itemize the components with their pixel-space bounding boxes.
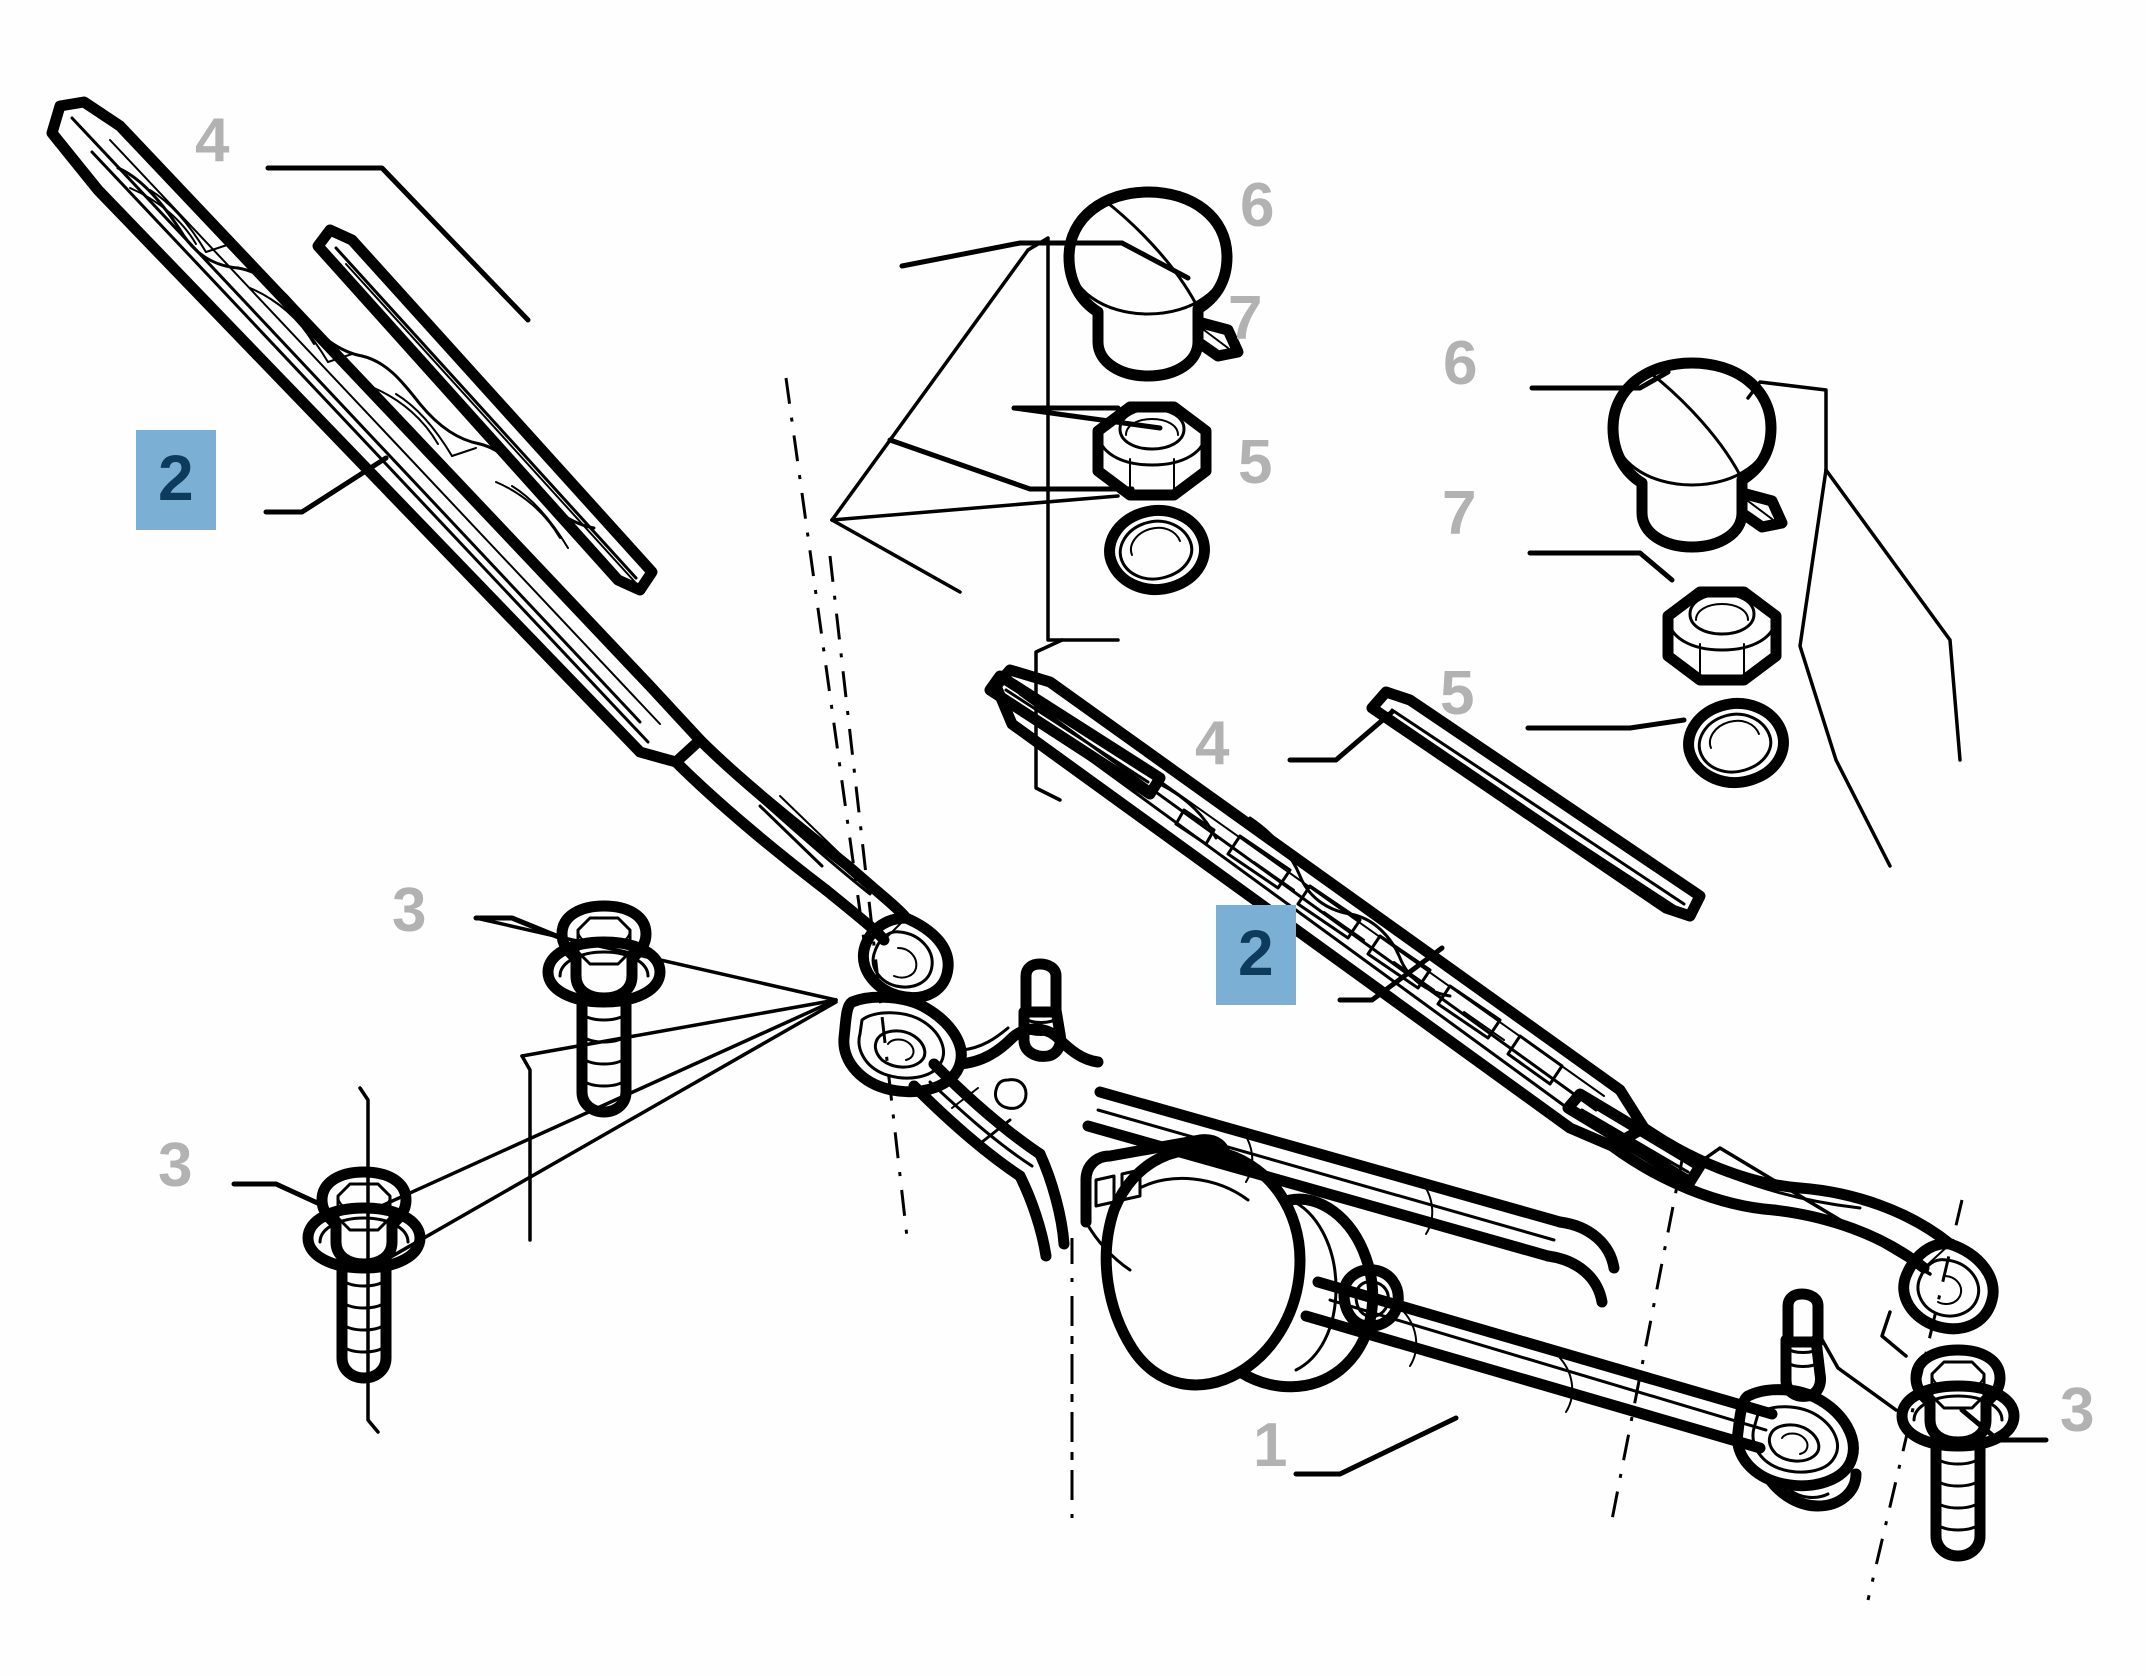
leader-6-right (1529, 369, 1671, 391)
bracket-passenger-region (1698, 1146, 1932, 1276)
leader-7-right (1527, 550, 1675, 583)
driver-spindle-hardware (1063, 186, 1244, 595)
flange-bolt-right (1896, 1344, 2020, 1562)
leader-3-right (1818, 1310, 2049, 1443)
callout-5-right: 5 (1440, 659, 1475, 728)
centerline-passenger-arm (1608, 1149, 1686, 1531)
leader-4-left (265, 165, 531, 323)
leader-3-lower-left (231, 998, 838, 1434)
callout-5-center: 5 (1238, 428, 1273, 497)
leader-4-right (1287, 709, 1395, 763)
callout-6-center: 6 (1240, 171, 1275, 240)
callout-3-upper-left: 3 (392, 876, 427, 945)
wiper-motor (1080, 1134, 1404, 1393)
right-pivot-housing (1732, 1288, 1862, 1512)
passenger-spindle-hardware (1607, 357, 1789, 788)
leader-7-center (1011, 405, 1163, 431)
callout-1-motor: 1 (1253, 1411, 1288, 1480)
centerline-passenger-pivot (1866, 1199, 1964, 1601)
wiper-motor-linkage-assembly (838, 958, 1862, 1512)
leader-3-upper-left (473, 915, 838, 1242)
leader-2-right (1337, 945, 1445, 1003)
callout-6-right: 6 (1443, 329, 1478, 398)
leader-1-motor (1293, 1415, 1459, 1477)
callout-7-right: 7 (1442, 479, 1477, 548)
flange-bolt-lower-left (302, 1166, 426, 1384)
left-pivot-housing (838, 958, 1104, 1098)
callout-3-lower-left: 3 (158, 1131, 193, 1200)
callout-4-left: 4 (195, 106, 230, 175)
leader-2-left (263, 455, 389, 515)
bracket-driver-blade (1034, 638, 1064, 802)
leader-5-center (887, 437, 1135, 492)
callout-3-right: 3 (2060, 1376, 2095, 1445)
leader-5-right (1525, 717, 1687, 731)
leader-6-center (899, 240, 1191, 281)
centerline-left-blade (784, 377, 874, 999)
callout-2-right-highlighted: 2 (1216, 905, 1296, 1005)
driver-hardware-bracket (830, 236, 1120, 642)
linkage-rod-right (1300, 1276, 1778, 1454)
linkage-rod-upper (1082, 1086, 1620, 1308)
passenger-hardware-bracket (1746, 380, 1962, 868)
callout-4-right: 4 (1195, 709, 1230, 778)
callout-2-left-highlighted: 2 (136, 430, 216, 530)
mounting-beam (908, 1058, 1070, 1262)
callout-7-center: 7 (1228, 284, 1263, 353)
